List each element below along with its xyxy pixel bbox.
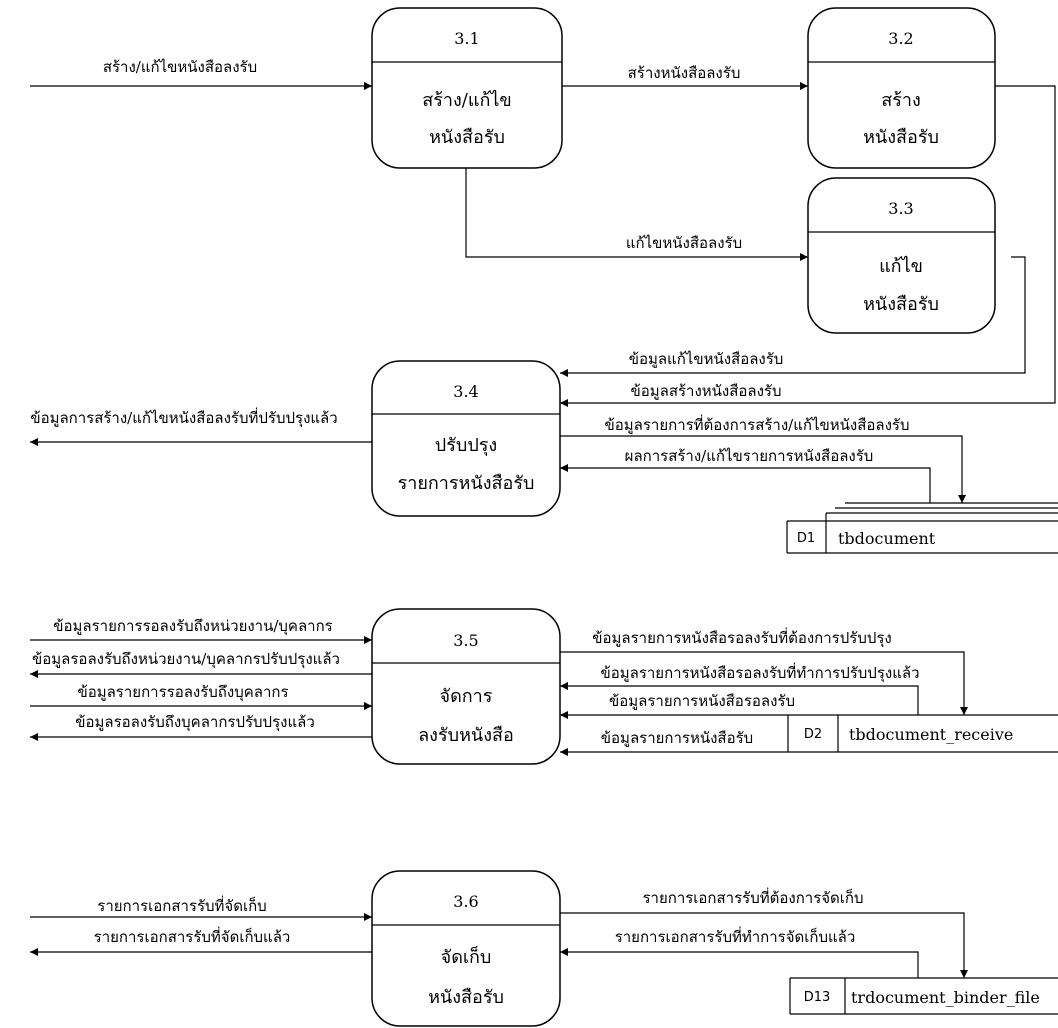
flow-33-34 bbox=[560, 256, 1026, 377]
flow-label-out-35b: ข้อมูลรอลงรับถึงบุคลากรปรับปรุงแล้ว bbox=[75, 713, 315, 732]
data-store-d13: D13 trdocument_binder_file bbox=[789, 977, 1058, 1015]
process-id: 3.4 bbox=[453, 382, 478, 401]
flow-label-d2-35c: ข้อมูลรายการหนังสือรับ bbox=[601, 729, 753, 747]
flow-label-out-35a: ข้อมูลรอลงรับถึงหน่วยงาน/บุคลากรปรับปรุง… bbox=[32, 650, 340, 669]
process-3-1: 3.1 สร้าง/แก้ไข หนังสือรับ bbox=[371, 7, 563, 169]
store-name: tbdocument_receive bbox=[849, 725, 1013, 744]
process-3-5: 3.5 จัดการ ลงรับหนังสือ bbox=[371, 608, 561, 765]
flow-d2-35a bbox=[560, 682, 919, 715]
process-label-line2: หนังสือรับ bbox=[429, 127, 505, 148]
process-label-line1: สร้าง/แก้ไข bbox=[422, 89, 511, 111]
flow-label-34-d1: ข้อมูลรายการที่ต้องการสร้าง/แก้ไขหนังสือ… bbox=[605, 414, 910, 434]
flow-d13-36 bbox=[560, 948, 919, 978]
process-label-line1: แก้ไข bbox=[879, 255, 923, 277]
flow-lines bbox=[30, 82, 1056, 978]
process-id: 3.2 bbox=[888, 29, 913, 48]
process-label-line2: หนังสือรับ bbox=[863, 127, 939, 148]
flow-label-d2-35b: ข้อมูลรายการหนังสือรอลงรับ bbox=[609, 692, 795, 710]
flow-label-36-d13: รายการเอกสารรับที่ต้องการจัดเก็บ bbox=[642, 887, 863, 907]
process-label-line1: สร้าง bbox=[881, 90, 921, 111]
flow-34-d1 bbox=[560, 435, 966, 503]
store-name: trdocument_binder_file bbox=[851, 988, 1040, 1007]
flow-32-34 bbox=[560, 85, 1056, 407]
flow-label-out-34: ข้อมูลการสร้าง/แก้ไขหนังสือลงรับที่ปรับป… bbox=[30, 407, 337, 428]
flow-label-35-d2: ข้อมูลรายการหนังสือรอลงรับที่ต้องการปรับ… bbox=[592, 627, 892, 648]
process-3-2: 3.2 สร้าง หนังสือรับ bbox=[807, 7, 996, 169]
flow-label-in-35a: ข้อมูลรายการรอลงรับถึงหน่วยงาน/บุคลากร bbox=[53, 617, 332, 636]
process-id: 3.5 bbox=[453, 631, 478, 650]
data-store-d1: D1 tbdocument bbox=[786, 502, 1058, 554]
flow-36-d13 bbox=[560, 912, 968, 978]
flow-label-in-35b: ข้อมูลรายการรอลงรับถึงบุคลากร bbox=[77, 683, 288, 702]
flow-label-in-36: รายการเอกสารรับที่จัดเก็บ bbox=[97, 895, 266, 915]
store-name: tbdocument bbox=[838, 529, 936, 548]
flow-label-d2-35a: ข้อมูลรายการหนังสือรอลงรับที่ทำการปรับปร… bbox=[600, 662, 919, 683]
process-label-line1: ปรับปรุง bbox=[435, 435, 497, 456]
flow-label-33-34: ข้อมูลแก้ไขหนังสือลงรับ bbox=[629, 350, 784, 368]
process-3-3: 3.3 แก้ไข หนังสือรับ bbox=[807, 177, 996, 334]
store-id: D2 bbox=[804, 727, 822, 742]
flow-label-in-31: สร้าง/แก้ไขหนังสือลงรับ bbox=[103, 58, 257, 76]
process-id: 3.1 bbox=[454, 29, 479, 48]
store-id: D13 bbox=[804, 990, 831, 1005]
process-label-line1: จัดการ bbox=[440, 686, 493, 707]
process-label-line2: หนังสือรับ bbox=[428, 987, 504, 1008]
flow-d1-34 bbox=[560, 464, 931, 503]
store-id: D1 bbox=[797, 531, 815, 546]
flow-label-31-33: แก้ไขหนังสือลงรับ bbox=[626, 234, 742, 252]
process-label-line2: รายการหนังสือรับ bbox=[398, 473, 535, 494]
flow-35-d2 bbox=[560, 651, 968, 715]
flow-labels: สร้าง/แก้ไขหนังสือลงรับ สร้างหนังสือลงรั… bbox=[30, 58, 919, 946]
flow-label-out-36: รายการเอกสารรับที่จัดเก็บแล้ว bbox=[94, 926, 291, 946]
flow-label-32-34: ข้อมูลสร้างหนังสือลงรับ bbox=[630, 382, 781, 400]
process-id: 3.3 bbox=[888, 199, 913, 218]
flow-label-d1-34: ผลการสร้าง/แก้ไขรายการหนังสือลงรับ bbox=[625, 447, 874, 465]
process-label-line1: จัดเก็บ bbox=[441, 945, 492, 968]
flow-label-d13-36: รายการเอกสารรับที่ทำการจัดเก็บแล้ว bbox=[615, 926, 856, 946]
process-3-4: 3.4 ปรับปรุง รายการหนังสือรับ bbox=[371, 360, 561, 517]
process-id: 3.6 bbox=[453, 892, 478, 911]
flow-label-31-32: สร้างหนังสือลงรับ bbox=[628, 64, 741, 82]
process-label-line2: ลงรับหนังสือ bbox=[418, 725, 514, 746]
flow-31-33 bbox=[465, 168, 808, 261]
process-3-6: 3.6 จัดเก็บ หนังสือรับ bbox=[371, 870, 561, 1027]
process-label-line2: หนังสือรับ bbox=[863, 294, 939, 315]
data-store-d2: D2 tbdocument_receive bbox=[787, 714, 1058, 753]
